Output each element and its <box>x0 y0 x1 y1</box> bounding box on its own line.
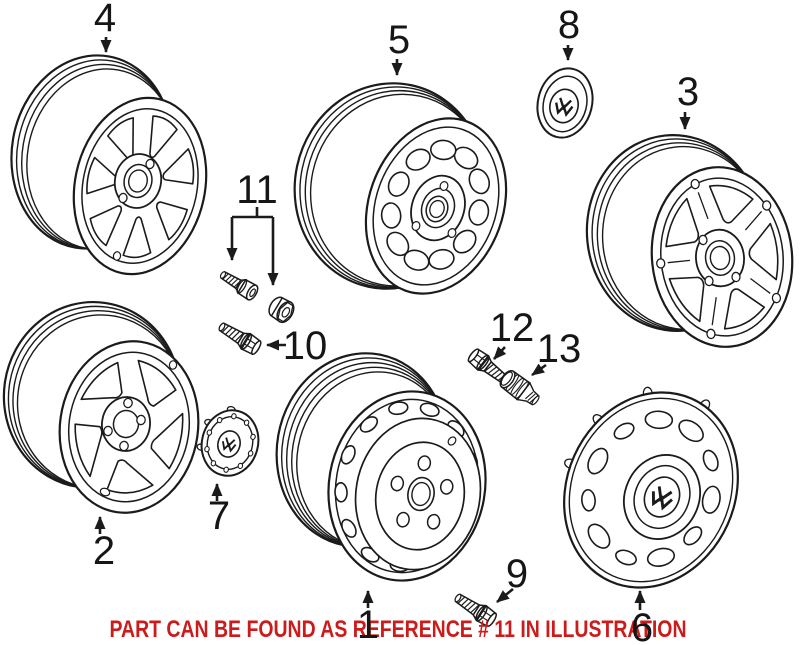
socket-lug-bolt <box>219 270 259 301</box>
vw-logo-icon <box>217 430 241 458</box>
hex-lug-bolt <box>218 322 262 356</box>
callout-2-label: 2 <box>93 529 115 573</box>
callout-6: 6 <box>631 590 653 645</box>
callout-8: 8 <box>558 3 580 61</box>
callout-11: 11 <box>226 168 279 286</box>
callout-4: 4 <box>94 0 116 53</box>
callout-13: 13 <box>531 327 582 377</box>
callout-10: 10 <box>266 324 328 368</box>
vw-logo-icon <box>643 476 681 518</box>
lug-bolt-9 <box>454 593 497 628</box>
callout-5: 5 <box>388 18 410 76</box>
alloy-wheel-multi-hole <box>293 82 508 295</box>
callout-1: 1 <box>357 590 379 645</box>
lug-bolt-10 <box>218 322 262 356</box>
callout-7: 7 <box>208 483 230 538</box>
callout-7-label: 7 <box>208 494 230 538</box>
callout-9: 9 <box>496 552 528 604</box>
hex-lug-bolt <box>454 593 497 628</box>
lug-nut-cap <box>268 296 295 324</box>
callout-6-label: 6 <box>631 606 653 645</box>
callout-10-label: 10 <box>283 324 328 368</box>
steel-wheel <box>275 352 487 582</box>
callout-11-label: 11 <box>236 168 278 212</box>
vw-logo-icon <box>549 88 579 124</box>
center-cap-bolted <box>196 405 260 477</box>
callout-5-label: 5 <box>388 18 410 62</box>
callout-9-label: 9 <box>506 552 528 596</box>
part-note-text: PART CAN BE FOUND AS REFERENCE # 11 IN I… <box>110 616 687 643</box>
callout-12: 12 <box>490 306 535 360</box>
wheel-cover-hubcap <box>563 386 739 589</box>
callout-1-label: 1 <box>357 603 379 645</box>
callout-2: 2 <box>93 516 115 573</box>
wheel-lock-sleeve <box>499 369 540 406</box>
wheel-lock-sleeve-13 <box>499 369 540 406</box>
callout-3-label: 3 <box>677 70 699 114</box>
callout-3: 3 <box>677 70 699 130</box>
alloy-wheel-5-spoke-left <box>2 300 200 514</box>
callout-8-label: 8 <box>558 3 580 47</box>
callout-12-label: 12 <box>490 306 535 350</box>
alloy-wheel-5-spoke-right <box>585 134 794 348</box>
callout-4-label: 4 <box>94 0 116 40</box>
center-cap-small <box>536 67 594 139</box>
alloy-wheel-7-spoke <box>10 54 208 276</box>
lug-bolt-and-cap-set <box>219 270 295 324</box>
callout-13-label: 13 <box>537 327 582 371</box>
